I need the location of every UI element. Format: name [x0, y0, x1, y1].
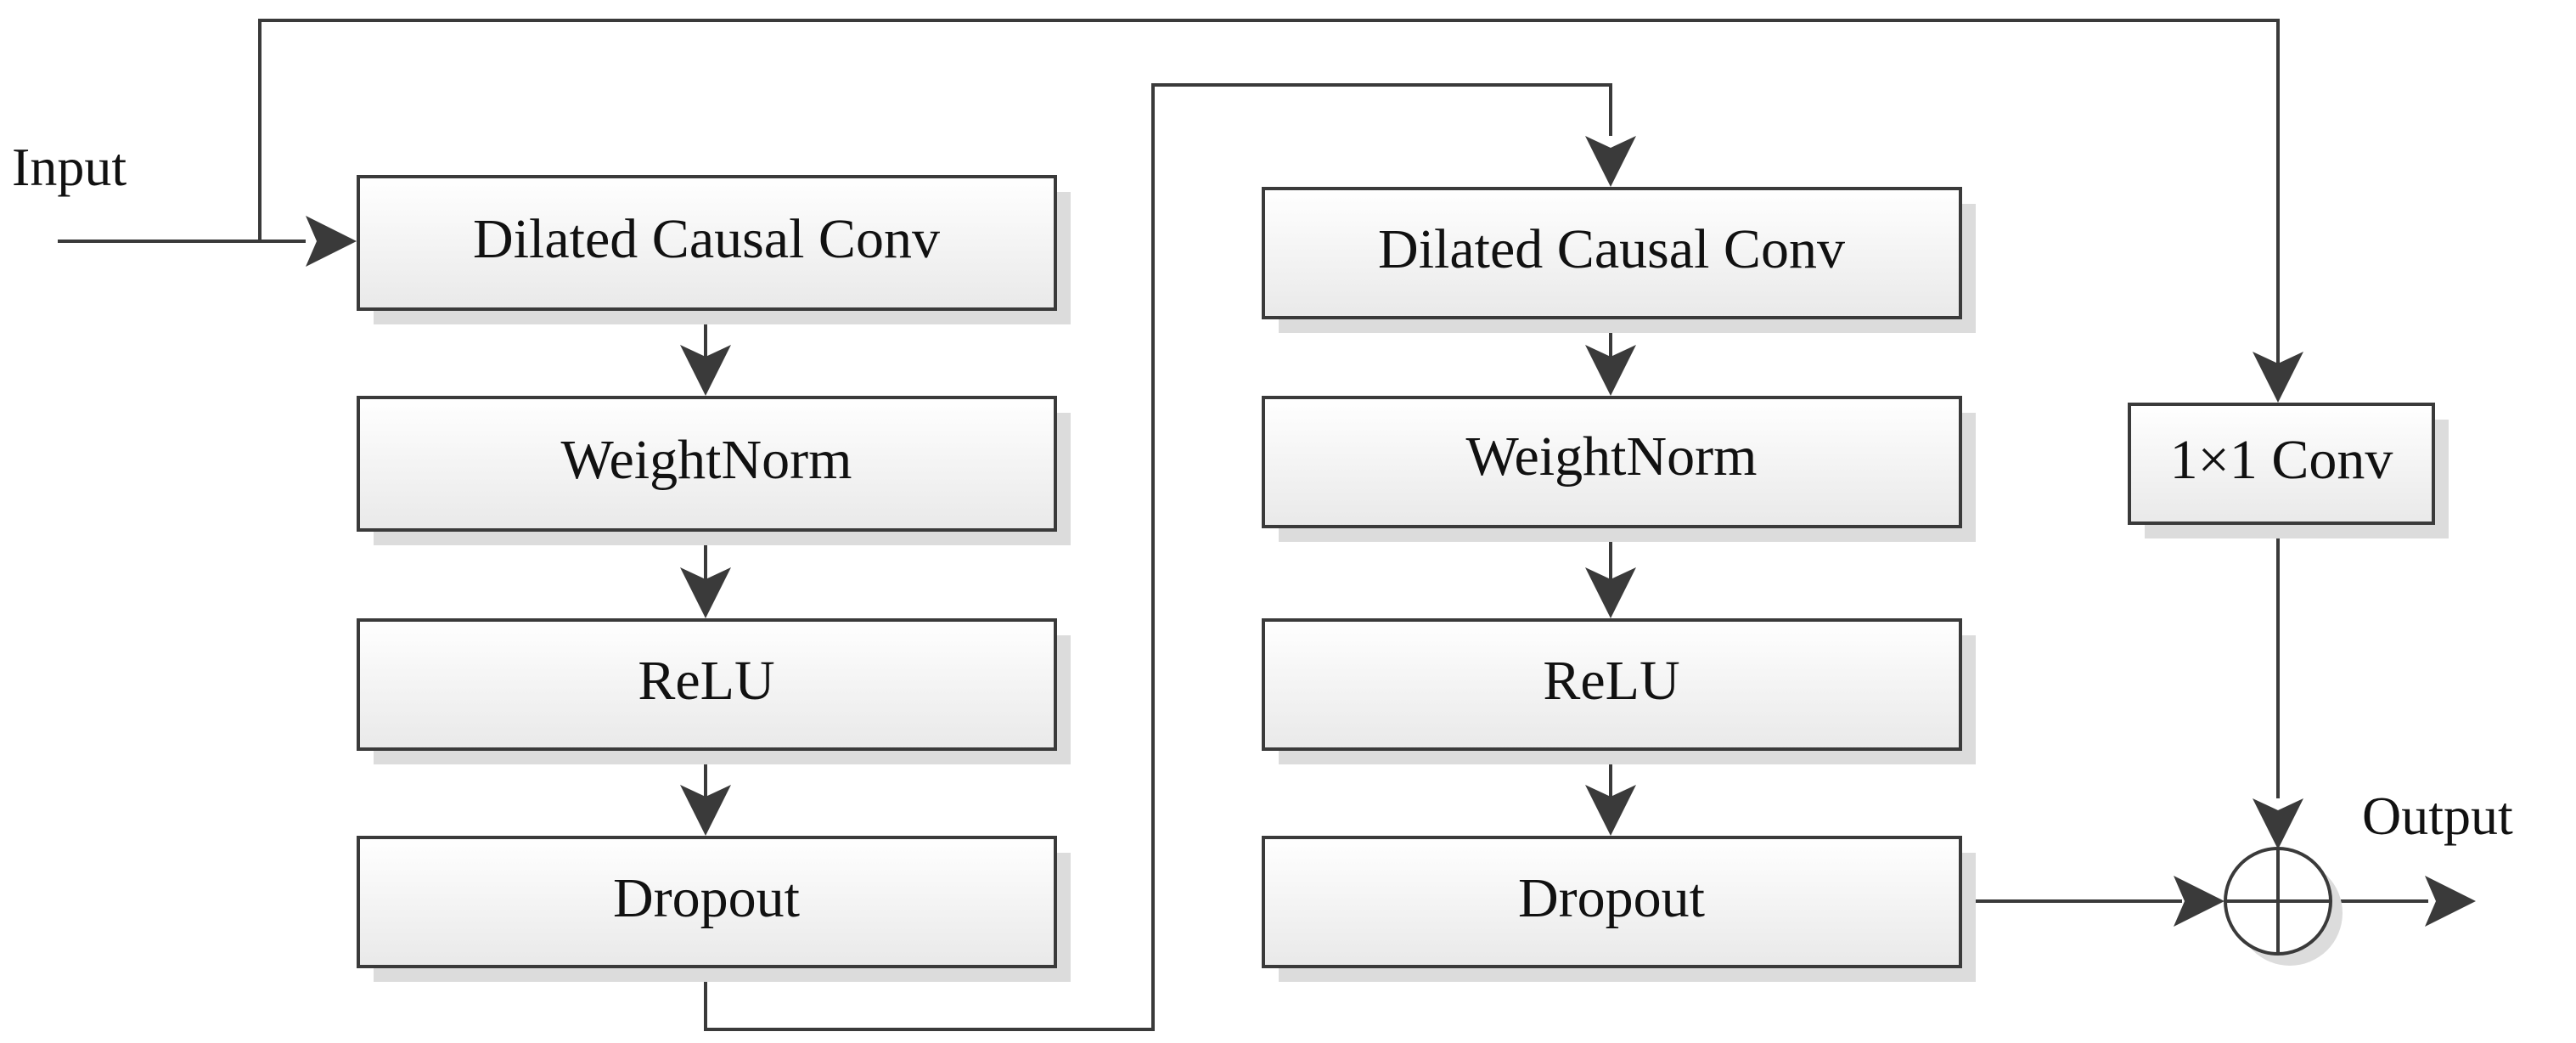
residual-skip-line	[258, 19, 2280, 364]
arrowhead-b2-drop	[1585, 785, 1636, 836]
arrowhead-b1-drop	[680, 785, 731, 836]
arrowhead-b1-relu	[680, 567, 731, 618]
arrowhead-b1-norm	[680, 345, 731, 396]
b1-dropout-box: Dropout	[357, 836, 1071, 982]
arrowhead-add-left	[2174, 876, 2224, 927]
b2-weightnorm-label: WeightNorm	[1466, 426, 1758, 488]
b2-weightnorm-box: WeightNorm	[1262, 396, 1976, 542]
b2-dropout-box: Dropout	[1262, 836, 1976, 982]
b2-dilated-conv-box: Dilated Causal Conv	[1262, 187, 1976, 333]
arrowhead-b2-conv	[1585, 136, 1636, 187]
arrowhead-b2-relu	[1585, 567, 1636, 618]
b2-dilated-conv-label: Dilated Causal Conv	[1378, 218, 1845, 280]
arrowhead-input	[306, 216, 357, 267]
b1-dropout-label: Dropout	[613, 867, 800, 929]
b1-weightnorm-box: WeightNorm	[357, 396, 1071, 545]
block2: Dilated Causal Conv WeightNorm ReLU Drop…	[1262, 187, 1976, 982]
b1-dilated-conv-label: Dilated Causal Conv	[473, 208, 940, 270]
b1-weightnorm-label: WeightNorm	[561, 429, 852, 491]
b2-relu-box: ReLU	[1262, 618, 1976, 764]
b1-dilated-conv-box: Dilated Causal Conv	[357, 175, 1071, 324]
b2-dropout-label: Dropout	[1518, 867, 1705, 929]
output-label: Output	[2362, 786, 2513, 846]
conv-1x1-box: 1×1 Conv	[2128, 403, 2449, 538]
arrowhead-b2-norm	[1585, 345, 1636, 396]
addition-node	[2224, 847, 2343, 966]
block1: Dilated Causal Conv WeightNorm ReLU Drop…	[357, 175, 1071, 982]
link-block1-to-block2	[704, 83, 1612, 1031]
arrowhead-1x1-conv	[2253, 352, 2303, 403]
conv-1x1-label: 1×1 Conv	[2170, 429, 2393, 491]
b1-relu-box: ReLU	[357, 618, 1071, 764]
b2-relu-label: ReLU	[1543, 650, 1679, 712]
b1-relu-label: ReLU	[638, 650, 774, 712]
arrowhead-add-top	[2253, 798, 2303, 849]
input-label: Input	[12, 137, 127, 197]
arrowhead-output	[2425, 876, 2476, 927]
